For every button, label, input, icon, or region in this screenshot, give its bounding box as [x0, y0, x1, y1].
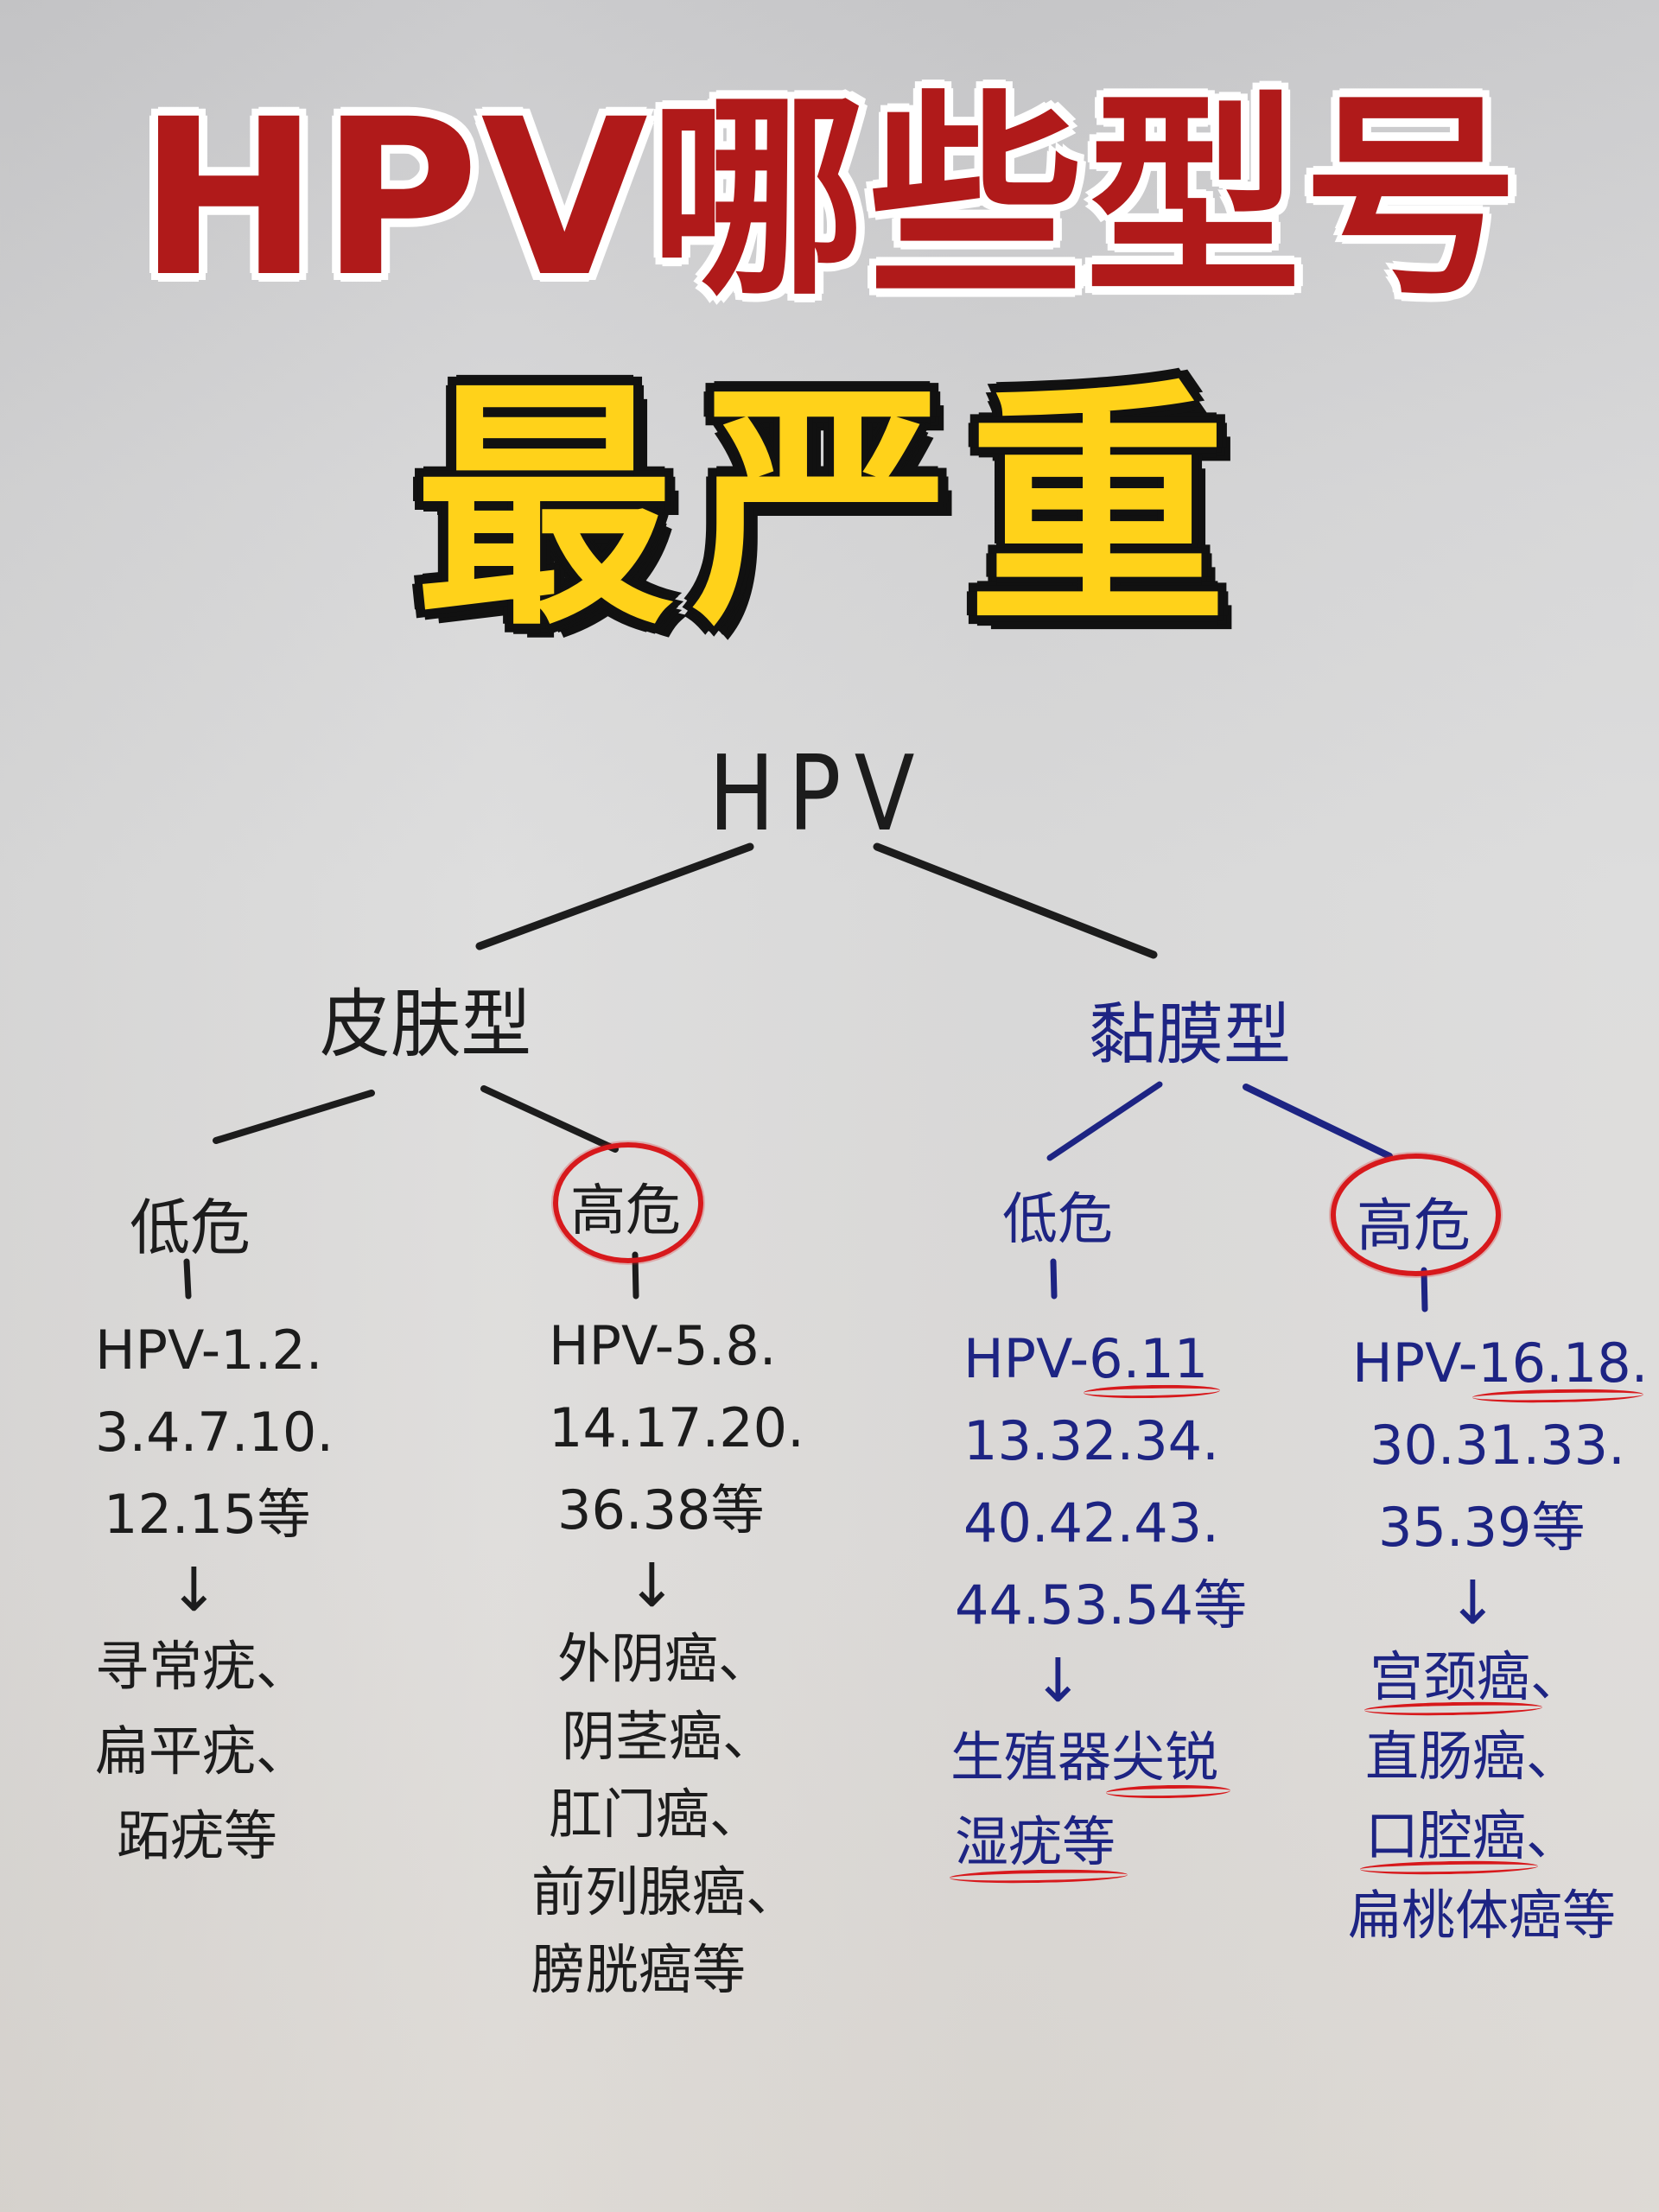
hpv-types-line: 40.42.43. [963, 1491, 1219, 1554]
tick-muc-low [1050, 1258, 1058, 1300]
tick-cut-low [183, 1258, 192, 1300]
hpv-types-line: HPV-1.2. [95, 1319, 323, 1382]
branch-cutaneous-label: 皮肤型 [320, 982, 532, 1068]
down-arrow-icon: ↓ [1447, 1567, 1498, 1638]
red-circle-highlight [1331, 1154, 1501, 1276]
hpv-types-line: HPV-5.8. [549, 1314, 777, 1377]
mucosal-low-risk-label: 低危 [1002, 1188, 1113, 1252]
cutaneous-low-risk-label: 低危 [130, 1192, 251, 1263]
hpv-types-line: 12.15等 [104, 1483, 311, 1546]
red-circle-highlight [553, 1142, 703, 1263]
hpv-types-line: HPV-16.18. [1352, 1322, 1648, 1404]
disease-line: 肛门癌、 [549, 1783, 764, 1846]
underlined-highlight: 16.18 [1478, 1322, 1631, 1404]
cutaneous-high-risk-label: 高危 [570, 1179, 681, 1243]
disease-line: 生殖器尖锐 [950, 1715, 1247, 1800]
hpv-types-line: 13.32.34. [963, 1409, 1219, 1472]
cutaneous-high-risk-column: HPV-5.8. 14.17.20. 36.38等 ↓ 外阴癌、 阴茎癌、 肛门… [531, 1305, 804, 2009]
disease-line: 扁桃体癌等 [1348, 1884, 1617, 1947]
disease-line: 口腔癌、 [1352, 1796, 1648, 1876]
hpv-types-line: 35.39等 [1378, 1496, 1586, 1559]
connector-mucosal-high [1243, 1084, 1393, 1160]
title-line-2-highlight: 最严重 [415, 359, 1244, 660]
underlined-highlight: 湿疣等 [955, 1800, 1116, 1885]
underlined-highlight: 尖锐 [1111, 1715, 1218, 1800]
title-line-1: HPV哪些型号 [138, 73, 1521, 324]
disease-line: 直肠癌、 [1365, 1725, 1580, 1788]
underlined-highlight: 宫颈癌 [1370, 1637, 1530, 1717]
tree-root-hpv: HPV [709, 734, 928, 855]
down-arrow-icon: ↓ [626, 1550, 677, 1621]
connector-cutaneous-low [213, 1090, 375, 1144]
connector-root-cutaneous [475, 842, 754, 950]
hpv-types-line: 44.53.54等 [955, 1573, 1248, 1637]
cutaneous-low-risk-column: HPV-1.2. 3.4.7.10. 12.15等 ↓ 寻常疣、 扁平疣、 跖疣… [95, 1309, 334, 1878]
down-arrow-icon: ↓ [168, 1554, 219, 1625]
disease-line: 宫颈癌、 [1352, 1637, 1648, 1717]
underlined-highlight: 6.11 [1089, 1318, 1208, 1400]
tick-muc-high [1421, 1267, 1428, 1313]
connector-cutaneous-high [480, 1085, 619, 1153]
mucosal-high-risk-column: HPV-16.18. 30.31.33. 35.39等 ↓ 宫颈癌、 直肠癌、 … [1348, 1322, 1648, 1955]
disease-line: 外阴癌、 [557, 1627, 772, 1690]
hpv-types-line: HPV-6.11 [963, 1318, 1247, 1400]
mucosal-high-risk-label: 高危 [1357, 1192, 1471, 1259]
hpv-types-line: 14.17.20. [549, 1396, 804, 1459]
underlined-highlight: 口腔癌 [1365, 1796, 1526, 1876]
disease-line: 阴茎癌、 [562, 1705, 777, 1768]
disease-line: 扁平疣、 [95, 1719, 310, 1783]
hpv-types-line: 3.4.7.10. [95, 1401, 334, 1464]
disease-line: 寻常疣、 [95, 1635, 310, 1698]
down-arrow-icon: ↓ [1033, 1645, 1084, 1716]
connector-mucosal-low [1046, 1081, 1163, 1161]
disease-line: 膀胱癌等 [531, 1938, 747, 2001]
connector-root-mucosal [873, 842, 1158, 959]
hpv-types-line: 36.38等 [557, 1478, 765, 1541]
disease-line: 前列腺癌、 [531, 1860, 800, 1923]
mucosal-low-risk-column: HPV-6.11 13.32.34. 40.42.43. 44.53.54等 ↓… [950, 1318, 1247, 1885]
disease-line: 跖疣等 [117, 1804, 278, 1867]
branch-mucosal-label: 黏膜型 [1089, 996, 1292, 1074]
hpv-types-line: 30.31.33. [1370, 1414, 1625, 1477]
disease-line: 湿疣等 [955, 1800, 1247, 1885]
